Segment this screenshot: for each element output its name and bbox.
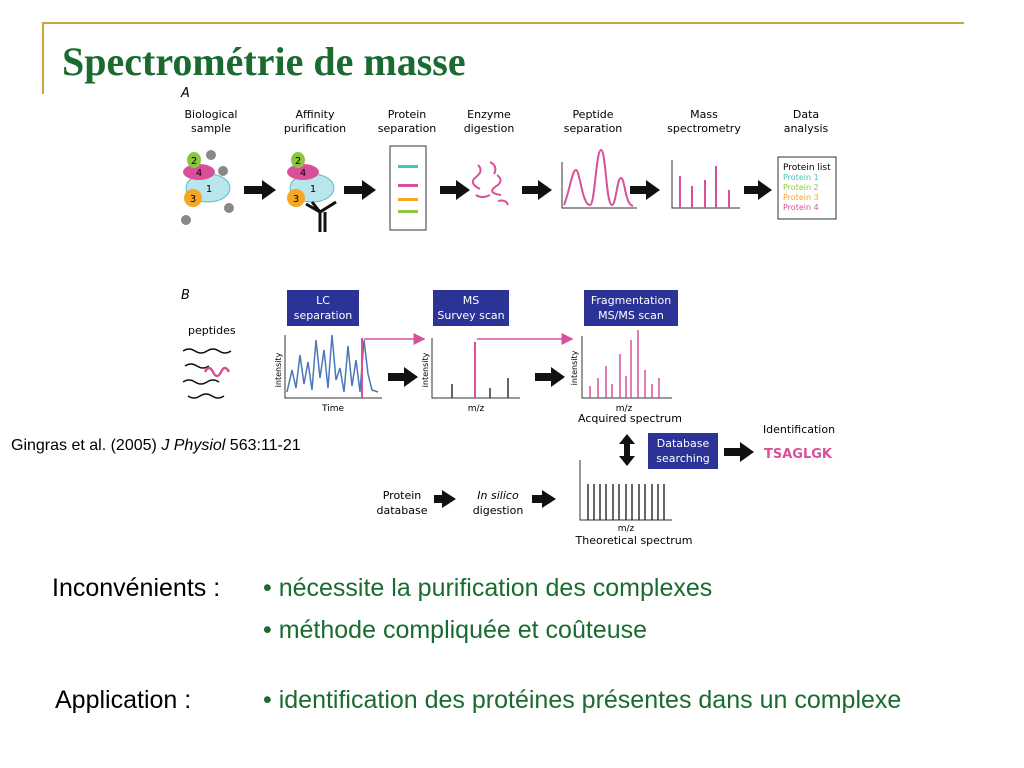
peptides-label: peptides <box>188 324 236 337</box>
step-label-enzyme-digestion: Enzyme digestion <box>464 108 515 135</box>
citation-authors: Gingras et al. (2005) <box>11 437 157 454</box>
svg-text:MS: MS <box>463 294 479 307</box>
slide-title: Spectrométrie de masse <box>62 39 466 84</box>
svg-text:Database: Database <box>657 437 710 450</box>
ms-survey-spectrum: intensity m/z <box>421 338 520 414</box>
application-item-1: • identification des protéines présentes… <box>263 686 902 714</box>
svg-text:Protein 3: Protein 3 <box>783 193 819 202</box>
lc-chromatogram: intensity Time <box>274 334 382 414</box>
svg-text:Protein: Protein <box>383 489 422 502</box>
protein-complex-purified: 2 4 1 3 <box>287 152 337 232</box>
svg-text:Data: Data <box>793 108 819 121</box>
peptide-fragments <box>471 161 509 206</box>
acquired-spectrum-label: Acquired spectrum <box>578 412 682 425</box>
svg-text:Protein: Protein <box>388 108 427 121</box>
svg-text:4: 4 <box>196 168 202 179</box>
step-label-biological-sample: Biological sample <box>184 108 237 135</box>
svg-text:intensity: intensity <box>421 352 430 387</box>
svg-text:m/z: m/z <box>468 404 485 414</box>
svg-text:Fragmentation: Fragmentation <box>591 294 671 307</box>
flow-arrows-a <box>244 180 772 200</box>
svg-text:separation: separation <box>294 309 353 322</box>
svg-text:intensity: intensity <box>570 350 579 385</box>
msms-spectrum: intensity m/z <box>570 330 672 414</box>
svg-text:Protein 4: Protein 4 <box>783 203 819 212</box>
theoretical-spectrum-label: Theoretical spectrum <box>575 534 693 547</box>
protein-gel <box>389 145 427 231</box>
citation: Gingras et al. (2005) J Physiol 563:11-2… <box>11 437 301 455</box>
svg-text:Protein 2: Protein 2 <box>783 183 819 192</box>
frame-left-line <box>42 22 44 94</box>
svg-text:searching: searching <box>656 452 710 465</box>
in-silico-digestion-label: In silico digestion <box>473 489 524 517</box>
flow-arrows-b <box>388 367 754 508</box>
svg-text:MS/MS scan: MS/MS scan <box>598 309 664 322</box>
svg-text:database: database <box>377 504 428 517</box>
inconvenients-label: Inconvénients : <box>52 574 221 602</box>
step-label-mass-spectrometry: Mass spectrometry <box>667 108 741 135</box>
svg-text:Survey scan: Survey scan <box>437 309 504 322</box>
svg-text:m/z: m/z <box>618 524 635 534</box>
protein-database-label: Protein database <box>377 489 428 517</box>
peptide-strands <box>182 348 232 399</box>
citation-ref: 563:11-21 <box>229 437 301 454</box>
svg-text:sample: sample <box>191 122 231 135</box>
svg-text:Biological: Biological <box>184 108 237 121</box>
protein-complex-sample: 2 4 1 3 <box>181 150 234 225</box>
svg-text:digestion: digestion <box>464 122 515 135</box>
theoretical-spectrum: m/z <box>579 460 672 534</box>
svg-text:Peptide: Peptide <box>572 108 613 121</box>
svg-text:separation: separation <box>564 122 623 135</box>
citation-journal: J Physiol <box>161 437 226 454</box>
svg-text:LC: LC <box>316 294 330 307</box>
mass-spectrum-a <box>671 160 740 209</box>
step-label-affinity-purification: Affinity purification <box>284 108 346 135</box>
step-label-peptide-separation: Peptide separation <box>564 108 623 135</box>
svg-text:Enzyme: Enzyme <box>467 108 511 121</box>
box-fragmentation: Fragmentation MS/MS scan <box>584 290 678 326</box>
svg-text:spectrometry: spectrometry <box>667 122 741 135</box>
panel-b-label: B <box>181 288 190 303</box>
svg-text:digestion: digestion <box>473 504 524 517</box>
box-database-searching: Database searching <box>648 433 718 469</box>
chromatogram-a <box>561 148 637 209</box>
svg-text:In silico: In silico <box>477 489 519 502</box>
svg-text:intensity: intensity <box>274 352 283 387</box>
svg-text:Protein 1: Protein 1 <box>783 173 819 182</box>
box-lc-separation: LC separation <box>287 290 359 326</box>
svg-text:Time: Time <box>321 404 344 414</box>
box-ms-survey-scan: MS Survey scan <box>433 290 509 326</box>
svg-text:m/z: m/z <box>616 404 633 414</box>
protein-list-box: Protein list Protein 1 Protein 2 Protein… <box>777 156 837 220</box>
inconvenient-item-2: • méthode compliquée et coûteuse <box>263 616 648 644</box>
panel-a-label: A <box>180 86 190 101</box>
svg-text:1: 1 <box>206 184 212 195</box>
svg-text:4: 4 <box>300 168 306 179</box>
svg-text:analysis: analysis <box>784 122 829 135</box>
svg-text:1: 1 <box>310 184 316 195</box>
step-label-data-analysis: Data analysis <box>784 108 829 135</box>
application-label: Application : <box>55 686 192 714</box>
svg-text:Protein list: Protein list <box>783 163 831 173</box>
svg-text:3: 3 <box>190 194 196 205</box>
svg-text:Mass: Mass <box>690 108 718 121</box>
svg-text:2: 2 <box>295 156 301 167</box>
frame-top-line <box>42 22 964 24</box>
svg-text:2: 2 <box>191 156 197 167</box>
identification-label: Identification <box>763 423 835 436</box>
inconvenient-item-1: • nécessite la purification des complexe… <box>263 574 713 602</box>
svg-text:purification: purification <box>284 122 346 135</box>
peptide-sequence: TSAGLGK <box>764 447 833 462</box>
svg-text:separation: separation <box>378 122 437 135</box>
step-label-protein-separation: Protein separation <box>378 108 437 135</box>
svg-text:3: 3 <box>293 194 299 205</box>
svg-text:Affinity: Affinity <box>295 108 335 121</box>
antibody-icon <box>305 200 337 232</box>
